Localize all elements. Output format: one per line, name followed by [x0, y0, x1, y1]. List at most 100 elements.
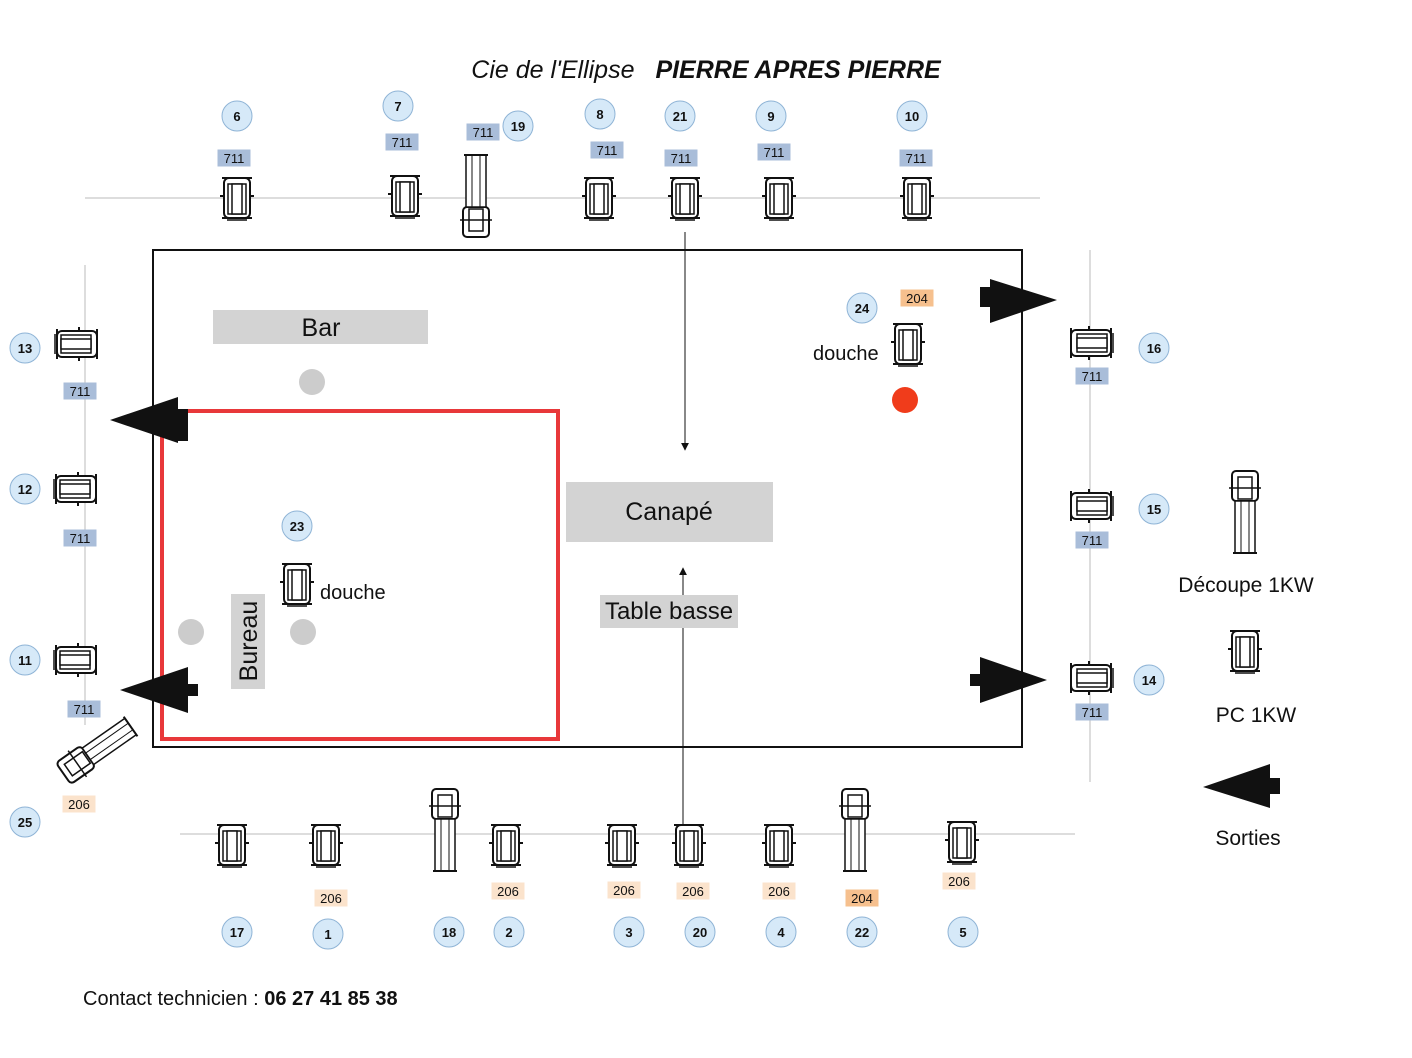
decoupe-lamp-icon	[428, 788, 462, 872]
pc-lamp-icon	[761, 824, 797, 868]
fixture-number-circle	[9, 332, 41, 364]
douche-label-right: douche	[813, 343, 879, 365]
stage-outline	[152, 249, 1023, 748]
fixture-3: 3 206	[604, 824, 645, 948]
fixture-19: 19 711	[459, 110, 534, 238]
fixture-23: 23	[279, 510, 315, 607]
fixture-number: 4	[777, 925, 785, 940]
pc-legend-icon	[1227, 630, 1263, 674]
gel-code: 711	[1082, 705, 1103, 720]
fixture-number: 18	[442, 925, 456, 940]
gel-code: 711	[671, 151, 692, 166]
canape: Canapé	[566, 482, 773, 542]
fixture-number-circle	[502, 110, 534, 142]
gel-code: 711	[597, 143, 618, 158]
fixture-number: 1	[324, 927, 331, 942]
fixture-number: 22	[855, 925, 869, 940]
gel-tag	[900, 289, 934, 307]
fixture-number: 19	[511, 119, 525, 134]
fixture-number: 8	[596, 107, 603, 122]
gel-tag	[676, 882, 710, 900]
fixture-number-circle	[221, 916, 253, 948]
gel-tag	[942, 872, 976, 890]
fixture-number: 6	[233, 109, 240, 124]
fixture-number: 15	[1147, 502, 1161, 517]
gel-tag	[757, 143, 791, 161]
fixture-number-circle	[9, 806, 41, 838]
pc-lamp-icon	[279, 563, 315, 607]
gel-code: 206	[768, 884, 790, 899]
legend: Découpe 1KW PC 1KW Sorties	[1178, 470, 1314, 850]
gel-tag	[314, 889, 348, 907]
gel-tag	[466, 123, 500, 141]
gel-tag	[63, 382, 97, 400]
fixture-number: 20	[693, 925, 707, 940]
fixture-number: 3	[625, 925, 632, 940]
bar: Bar	[213, 310, 428, 344]
fixture-number: 5	[959, 925, 966, 940]
gel-code: 206	[613, 883, 635, 898]
svg-text:Bureau: Bureau	[235, 601, 263, 682]
gel-tag	[762, 882, 796, 900]
gel-code: 711	[74, 702, 95, 717]
fixture-8: 8 711	[581, 98, 624, 221]
exit-arrows	[110, 279, 1280, 808]
fixture-number: 12	[18, 482, 32, 497]
gel-tag	[63, 529, 97, 547]
exit-arrow-right-upper	[980, 279, 1057, 323]
gel-code: 206	[497, 884, 519, 899]
fixture-number: 24	[855, 301, 870, 316]
svg-text:Table basse: Table basse	[605, 598, 733, 625]
pc-lamp-icon	[899, 177, 935, 221]
fixture-number-circle	[9, 644, 41, 676]
gel-code: 711	[392, 135, 413, 150]
pc-lamp-icon	[944, 821, 980, 865]
grey-dot	[290, 619, 316, 645]
pc-lamp-icon	[53, 642, 97, 678]
gel-code: 711	[70, 531, 91, 546]
fixture-number-circle	[433, 916, 465, 948]
gel-code: 206	[320, 891, 342, 906]
douche-label-left: douche	[320, 582, 386, 604]
gel-code: 204	[906, 291, 928, 306]
fixture-number-circle	[1138, 332, 1170, 364]
exit-arrow-right-lower	[970, 657, 1047, 703]
gel-code: 711	[224, 151, 245, 166]
fixture-number: 17	[230, 925, 244, 940]
pc-lamp-icon	[219, 177, 255, 221]
fixture-number: 14	[1142, 673, 1157, 688]
fixture-number-circle	[312, 918, 344, 950]
company-name: Cie de l'Ellipse	[471, 56, 635, 84]
gel-code: 711	[473, 125, 494, 140]
fixture-number-circle	[765, 916, 797, 948]
fixture-number-circle	[281, 510, 313, 542]
decoupe-lamp-icon	[53, 712, 141, 788]
fixture-14: 14 711	[1070, 660, 1165, 721]
gel-tag	[217, 149, 251, 167]
fixture-number-circle	[493, 916, 525, 948]
gel-tag	[491, 882, 525, 900]
bureau: Bureau	[231, 594, 265, 689]
gel-tag	[62, 795, 96, 813]
pc-lamp-icon	[1070, 488, 1114, 524]
table-basse: Table basse	[600, 595, 738, 628]
grey-dot	[299, 369, 325, 395]
contact-phone: 06 27 41 85 38	[264, 988, 398, 1010]
pc-lamp-icon	[581, 177, 617, 221]
fixture-number: 25	[18, 815, 32, 830]
exit-arrow-legend	[1203, 764, 1280, 808]
exit-arrow-left-upper	[110, 397, 188, 443]
gel-tag	[1075, 531, 1109, 549]
gel-code: 206	[68, 797, 90, 812]
gel-code: 711	[1082, 369, 1103, 384]
fixture-17: 17	[214, 824, 253, 948]
svg-text:Canapé: Canapé	[625, 498, 713, 526]
gel-tag	[67, 700, 101, 718]
fixture-number-circle	[846, 916, 878, 948]
fixture-number: 10	[905, 109, 919, 124]
